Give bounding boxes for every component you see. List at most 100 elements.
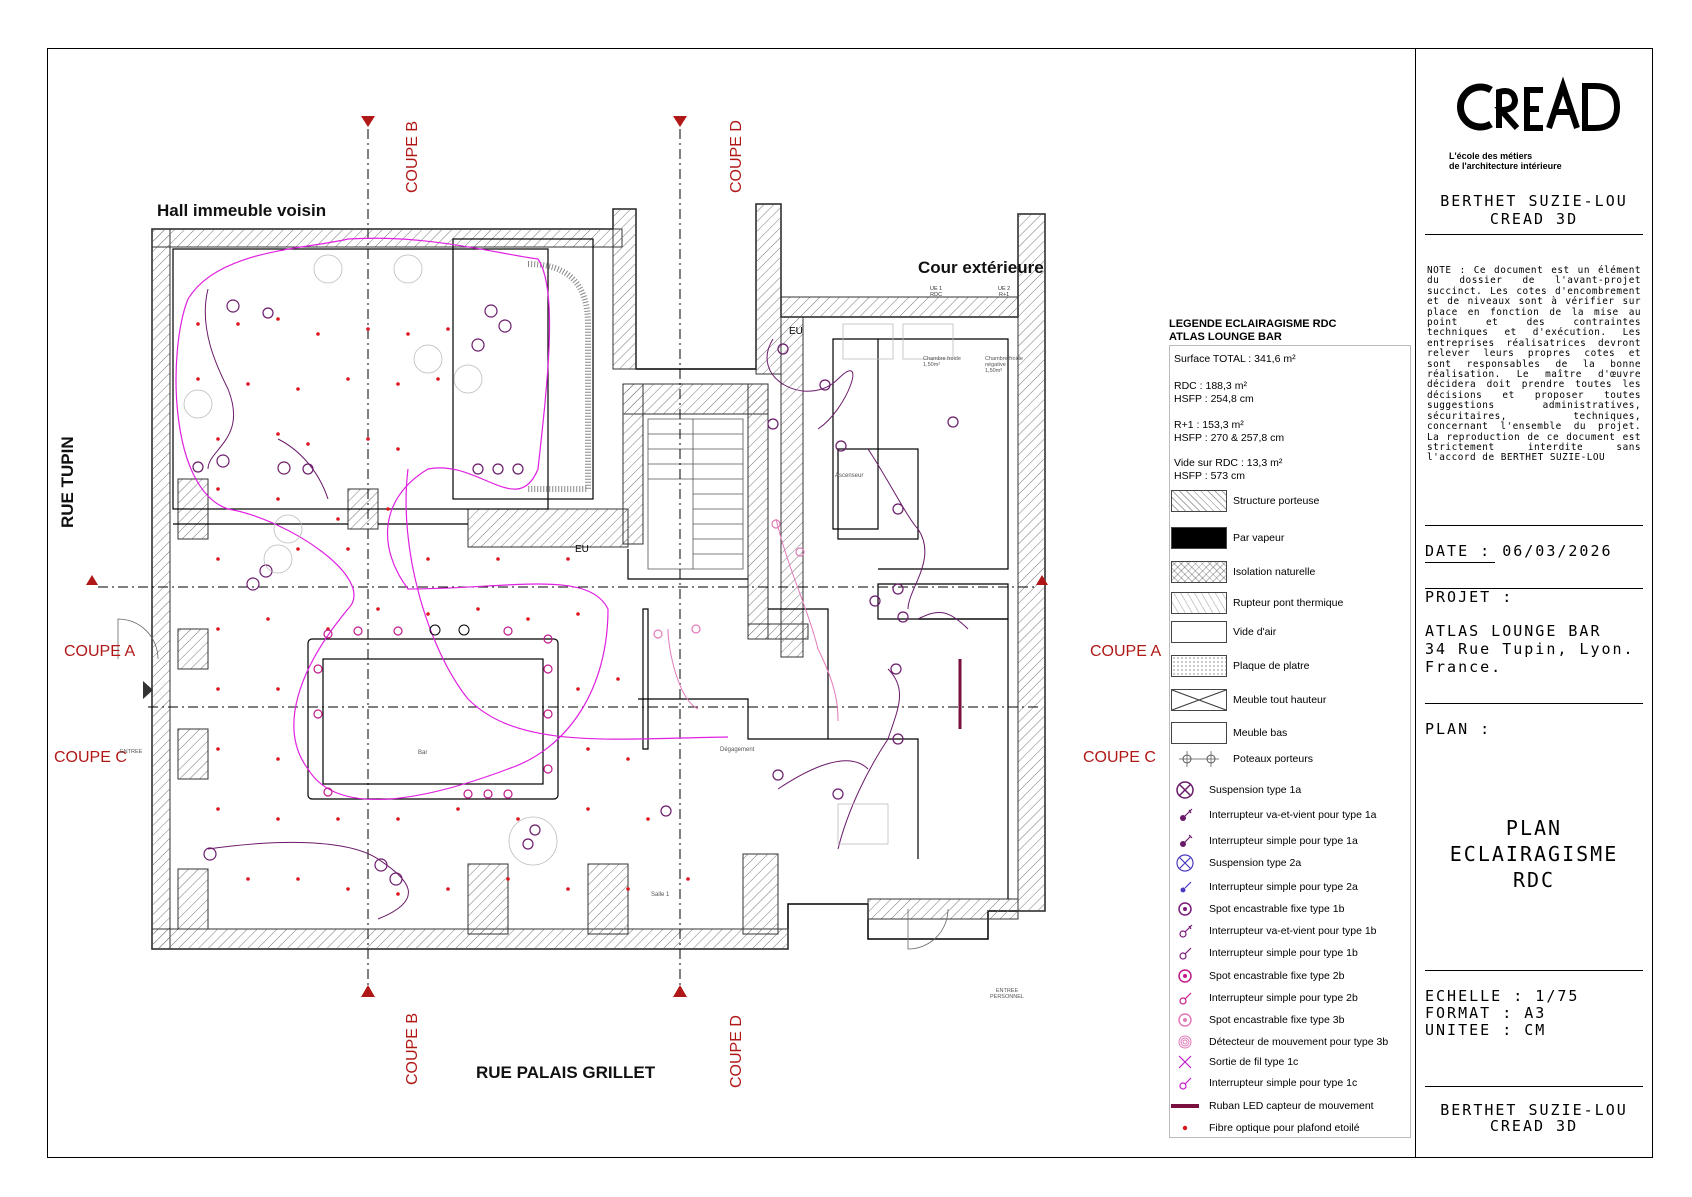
legend-item-isolation: Isolation naturelle [1171,561,1315,583]
divider-2 [1425,525,1643,526]
legend-item-simple1b: Interrupteur simple pour type 1b [1171,945,1358,961]
legend-item-spot1b: Spot encastrable fixe type 1b [1171,901,1344,917]
label-cf2: Chambre froide négative 1,50m² [985,356,1023,374]
divider-5 [1425,970,1643,971]
legend-item-meuble-haut: Meuble tout hauteur [1171,689,1326,711]
label-entree: ENTREE [120,749,143,755]
unitee: UNITEE : CM [1425,1021,1547,1039]
legend-item-ruban-led: Ruban LED capteur de mouvement [1171,1098,1374,1114]
simple-2a-icon [1171,879,1199,895]
simple-1c-icon [1171,1075,1199,1091]
label-hall: Hall immeuble voisin [157,201,327,220]
partitions [172,238,1009,899]
legend-item-vev1b: Interrupteur va-et-vient pour type 1b [1171,923,1377,939]
projet-label: PROJET : [1425,588,1514,606]
legend-item-simple2b: Interrupteur simple pour type 2b [1171,990,1358,1006]
echelle: ECHELLE : 1/75 [1425,987,1580,1005]
legend-item-simple1a: Interrupteur simple pour type 1a [1171,833,1358,849]
legend-vide-hsfp: HSFP : 573 cm [1174,470,1245,482]
label-rue-palais-grillet: RUE PALAIS GRILLET [476,1063,656,1082]
legend-subtitle: ATLAS LOUNGE BAR [1169,331,1282,343]
label-entree-personnel: ENTREE PERSONNEL [990,988,1024,1000]
label-cf1: Chambre froide 1,50m² [923,356,961,368]
legal-note: NOTE : Ce document est un élément du dos… [1427,265,1641,464]
furniture [183,254,954,866]
legend-item-simple2a: Interrupteur simple pour type 2a [1171,879,1358,895]
legend-item-sortie-fil: Sortie de fil type 1c [1171,1054,1298,1070]
coupe-b-top: COUPE B [404,120,421,193]
label-cour: Cour extérieure [918,258,1044,277]
date-underline [1425,562,1495,563]
logo-sub-2: de l'architecture intérieure [1449,161,1562,171]
legend-surface-total: Surface TOTAL : 341,6 m² [1174,353,1296,365]
logo-sub-1: L'école des métiers [1449,151,1533,161]
label-bar: Bar [418,750,428,756]
coupe-lines [98,129,1038,989]
legend-rdc: RDC : 188,3 m² [1174,380,1247,392]
plan-title-1: PLAN [1505,816,1563,840]
legend-box [1169,345,1411,1138]
divider-3 [1425,588,1643,589]
coupe-a-right: COUPE A [1090,643,1162,660]
va-et-vient-1b-icon [1171,923,1199,939]
fibre-icon [1171,1120,1199,1136]
legend-item-vide-air: Vide d'air [1171,621,1276,643]
wiring-magenta [175,237,729,801]
author-name-bottom: BERTHET SUZIE-LOU [1440,1101,1628,1119]
legend-item-detecteur: Détecteur de mouvement pour type 3b [1171,1034,1388,1050]
va-et-vient-1a-icon [1171,807,1199,823]
author-school: CREAD 3D [1489,210,1579,228]
legend-item-rupteur: Rupteur pont thermique [1171,592,1343,614]
simple-1a-icon [1171,833,1199,849]
projet-country: France. [1425,658,1503,676]
floor-plan [86,116,1048,997]
spot1b-icon [1171,901,1199,917]
susp2a-icon [1171,854,1199,872]
spot-2b-symbols [313,626,553,799]
plan-label: PLAN : [1425,720,1492,738]
legend-item-meuble-bas: Meuble bas [1171,722,1287,744]
legend-item-fibre: Fibre optique pour plafond etoilé [1171,1120,1360,1136]
legend-r1-hsfp: HSFP : 270 & 257,8 cm [1174,432,1285,444]
plan-title-3: RDC [1512,868,1556,892]
projet-address: 34 Rue Tupin, Lyon. [1425,640,1635,658]
poteaux-symbols [429,624,470,636]
label-salle1: Salle 1 [651,892,670,898]
simple-2b-icon [1171,990,1199,1006]
plan-title-2: ECLAIRAGISME [1449,842,1619,866]
cread-logo [1455,72,1625,147]
label-ue1: UE 1 RDC [930,286,943,298]
coupe-d-top: COUPE D [728,120,745,193]
label-eu-2: EU [575,544,589,555]
legend-item-poteaux: Poteaux porteurs [1171,751,1313,767]
coupe-b-bottom: COUPE B [404,1012,421,1085]
wiring-pink [667,518,839,722]
coupe-c-right: COUPE C [1083,749,1156,766]
legend-item-vev1a: Interrupteur va-et-vient pour type 1a [1171,807,1377,823]
spot-1b-symbols [192,307,959,850]
label-ascenseur: Ascenseur [835,473,864,479]
author-school-bottom: CREAD 3D [1489,1117,1579,1135]
sortie-fil-icon [1171,1054,1199,1070]
sheet-frame [47,48,1653,1158]
label-ue2: UE 2 R+1 [998,286,1011,298]
divider-1 [1425,234,1643,235]
coupe-d-bottom: COUPE D [728,1015,745,1088]
doors [117,618,949,950]
structure-walls [151,203,1046,950]
date-field: DATE : 06/03/2026 [1425,542,1613,560]
poteau-icon [1171,751,1227,767]
legend-item-susp1a: Suspension type 1a [1171,781,1301,799]
spot-3b-symbols [653,519,805,639]
ruban-led-icon [1171,1098,1199,1114]
label-degagement: Dégagement [720,747,755,753]
legend-item-simple1c: Interrupteur simple pour type 1c [1171,1075,1357,1091]
label-eu: EU [789,326,803,337]
legend-item-structure: Structure porteuse [1171,490,1319,512]
susp1a-icon [1171,781,1199,799]
legend-item-spot2b: Spot encastrable fixe type 2b [1171,968,1344,984]
wiring-purple [204,288,969,920]
fibre-dots [196,317,690,896]
format: FORMAT : A3 [1425,1004,1547,1022]
simple-1b-icon [1171,945,1199,961]
